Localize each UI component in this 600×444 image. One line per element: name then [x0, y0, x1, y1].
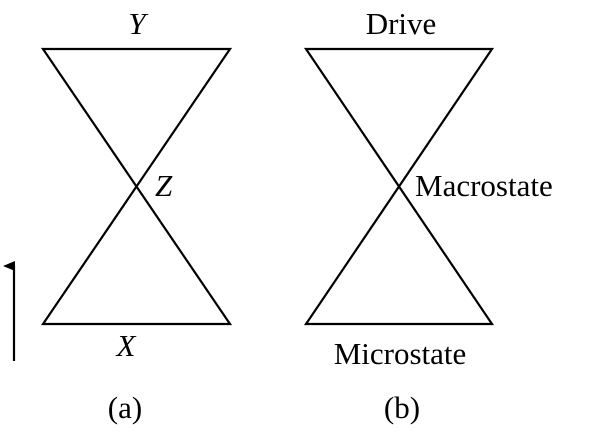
panel-b-caption: (b)	[384, 390, 420, 425]
panel-b-middle-label: Macrostate	[415, 168, 553, 203]
panel-b-bottom-label: Microstate	[334, 336, 467, 371]
panel-a-caption: (a)	[108, 390, 142, 425]
panel-b-top-label: Drive	[366, 6, 437, 41]
panel-a-hourglass	[40, 47, 233, 326]
panel-a-bottom-label: X	[115, 328, 137, 363]
panel-a-middle-label: Z	[155, 168, 173, 203]
panel-a-top-label: Y	[128, 6, 148, 41]
panel-b: Drive Macrostate Microstate (b)	[303, 6, 553, 425]
panel-a: Y Z X (a)	[3, 6, 233, 425]
panel-b-hourglass	[303, 47, 495, 326]
